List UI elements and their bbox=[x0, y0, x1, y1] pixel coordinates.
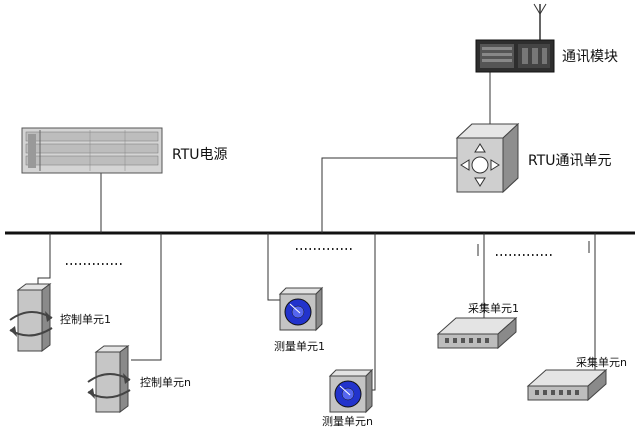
acquisition-hub-icon bbox=[436, 316, 518, 350]
rtu-comm-unit-label: RTU通讯单元 bbox=[528, 153, 612, 169]
control-unit-1-label: 控制单元1 bbox=[60, 313, 111, 326]
measure-unit-1-line bbox=[267, 233, 282, 301]
measure-unit-n-line bbox=[366, 233, 376, 391]
measure-unit-1-label: 测量单元1 bbox=[274, 340, 325, 353]
meter-icon bbox=[328, 368, 374, 414]
rtu-power-label: RTU电源 bbox=[172, 147, 228, 163]
collect-unit-n-label: 采集单元n bbox=[576, 356, 627, 369]
network-switch-icon bbox=[455, 122, 520, 194]
control-unit-1-line bbox=[37, 233, 51, 287]
rtu-comm-feed-line bbox=[321, 157, 457, 233]
rotary-controller-icon bbox=[87, 345, 131, 413]
measure-unit-n-label: 测量单元n bbox=[322, 415, 373, 428]
rack-server-antenna-icon bbox=[475, 3, 555, 73]
acquisition-hub-icon bbox=[526, 368, 608, 402]
meter-icon bbox=[278, 286, 324, 332]
rotary-controller-icon bbox=[9, 283, 53, 352]
collect-unit-1-label: 采集单元1 bbox=[468, 302, 519, 315]
control-unit-n-line bbox=[131, 233, 162, 361]
power-supply-rack-icon bbox=[21, 127, 163, 174]
control-unit-n-label: 控制单元n bbox=[140, 376, 191, 389]
comm-module-label: 通讯模块 bbox=[562, 49, 618, 65]
